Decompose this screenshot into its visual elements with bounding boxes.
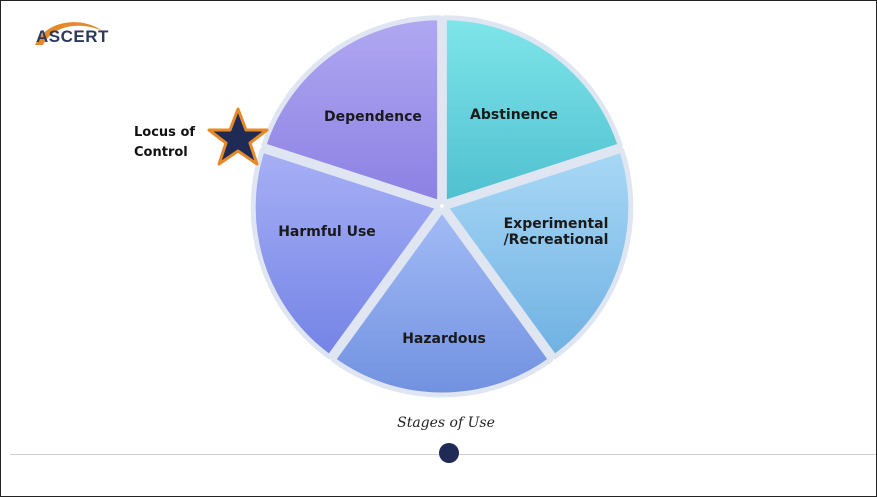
segment-label-experimental: Experimental /Recreational (491, 216, 621, 248)
segment-experimental (443, 147, 634, 360)
segment-label-hazardous: Hazardous (402, 331, 486, 347)
segment-abstinence (441, 15, 623, 206)
segment-label-abstinence: Abstinence (470, 107, 558, 123)
segment-hazardous (330, 207, 554, 398)
segment-label-experimental-line2: /Recreational (503, 232, 609, 248)
segment-harmful-use (250, 147, 441, 360)
locus-of-control-label: Locus of Control (134, 123, 214, 163)
diagram-caption: Stages of Use (397, 415, 495, 431)
locus-line1: Locus of (134, 125, 196, 140)
footer-dot (439, 443, 459, 463)
segment-dependence (261, 15, 443, 206)
segment-label-harmful-use: Harmful Use (278, 224, 376, 240)
locus-line2: Control (134, 145, 188, 160)
star-icon (207, 107, 269, 166)
segment-label-dependence: Dependence (324, 109, 422, 125)
logo-swoosh (35, 22, 103, 45)
ascert-logo (35, 22, 103, 45)
segment-label-experimental-line1: Experimental (503, 216, 609, 232)
logo-text: ASCERT (36, 27, 109, 46)
